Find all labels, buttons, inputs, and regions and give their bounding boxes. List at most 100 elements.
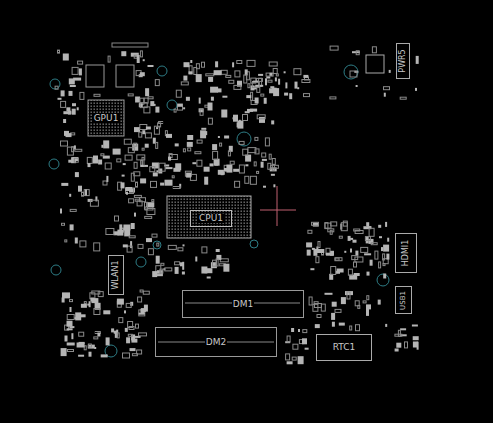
smd-part	[303, 75, 308, 78]
smd-part	[208, 103, 213, 111]
smd-part	[88, 345, 95, 349]
smd-part	[134, 143, 137, 146]
smd-part	[395, 349, 399, 352]
smd-part	[113, 149, 121, 155]
smd-part	[80, 241, 86, 247]
smd-part	[68, 350, 74, 352]
smd-part	[210, 163, 214, 166]
smd-part	[139, 103, 143, 107]
smd-part	[245, 164, 248, 166]
smd-part	[350, 71, 357, 77]
smd-part	[140, 125, 147, 130]
smd-part	[78, 186, 82, 192]
smd-part	[273, 184, 275, 187]
smd-part	[416, 56, 419, 64]
smd-part	[183, 107, 185, 109]
smd-part	[266, 77, 270, 79]
smd-part	[375, 251, 378, 259]
smd-part	[278, 79, 280, 85]
smd-part	[77, 343, 85, 348]
smd-part	[134, 162, 137, 168]
smd-part	[315, 304, 322, 308]
smd-part	[117, 333, 119, 338]
smd-part	[63, 119, 66, 123]
smd-part	[186, 97, 190, 101]
smd-part	[151, 181, 157, 187]
smd-part	[269, 73, 272, 76]
smd-part	[159, 163, 165, 171]
smd-part	[126, 229, 129, 234]
smd-part	[254, 162, 256, 166]
smd-part	[287, 336, 290, 342]
smd-part	[257, 115, 265, 119]
smd-part	[69, 78, 75, 84]
smd-part	[78, 355, 84, 357]
smd-part	[79, 332, 84, 336]
smd-part	[123, 353, 130, 358]
smd-part	[94, 309, 100, 315]
cpu-chip: CPU1	[190, 210, 232, 227]
smd-part	[168, 245, 176, 249]
smd-part	[262, 159, 267, 161]
smd-part	[304, 94, 310, 97]
smd-part	[250, 176, 256, 184]
smd-part	[121, 51, 126, 56]
smd-part	[67, 343, 75, 346]
smd-part	[293, 344, 298, 349]
smd-part	[379, 236, 382, 238]
usb-connector: USB1	[395, 286, 412, 314]
smd-part	[146, 127, 151, 130]
smd-part	[183, 149, 185, 152]
smd-part	[325, 293, 333, 295]
smd-part	[332, 302, 337, 307]
smd-part	[335, 258, 342, 261]
smd-part	[356, 51, 359, 55]
smd-part	[101, 154, 104, 156]
smd-part	[269, 62, 277, 66]
smd-part	[332, 322, 335, 327]
smd-part	[55, 86, 58, 89]
smd-part	[228, 151, 230, 156]
smd-part	[106, 176, 108, 182]
smd-part	[243, 149, 248, 155]
smd-part	[166, 167, 173, 169]
part-label: DM1	[232, 300, 254, 309]
smd-part	[94, 243, 100, 251]
smd-part	[156, 170, 158, 172]
smd-part	[126, 337, 130, 343]
smd-part	[70, 224, 74, 230]
smd-part	[142, 130, 145, 134]
smd-part	[160, 183, 164, 186]
smd-part	[292, 357, 296, 360]
part-label: RTC1	[332, 343, 357, 352]
smd-part	[367, 272, 370, 276]
smd-part	[178, 104, 183, 107]
smd-part	[94, 94, 100, 96]
smd-part	[261, 162, 264, 168]
smd-part	[148, 249, 153, 255]
smd-part	[239, 120, 241, 126]
smd-part	[315, 324, 320, 328]
smd-part	[291, 328, 294, 332]
smd-part	[58, 98, 62, 100]
smd-part	[65, 336, 68, 342]
smd-part	[150, 101, 154, 106]
smd-part	[160, 269, 163, 273]
smd-part	[264, 98, 267, 104]
smd-part	[128, 334, 132, 336]
smd-part	[202, 62, 205, 67]
smd-part	[196, 74, 202, 82]
smd-part	[266, 73, 273, 76]
smd-part	[144, 107, 150, 113]
smd-part	[127, 246, 132, 252]
smd-part	[210, 87, 218, 93]
smd-part	[131, 339, 137, 343]
smd-part	[175, 163, 181, 170]
smd-part	[353, 240, 357, 243]
smd-part	[339, 236, 342, 238]
smd-part	[134, 213, 136, 217]
smd-part	[152, 163, 159, 169]
smd-part	[72, 147, 74, 152]
smd-part	[126, 192, 128, 195]
smd-part	[415, 88, 417, 91]
